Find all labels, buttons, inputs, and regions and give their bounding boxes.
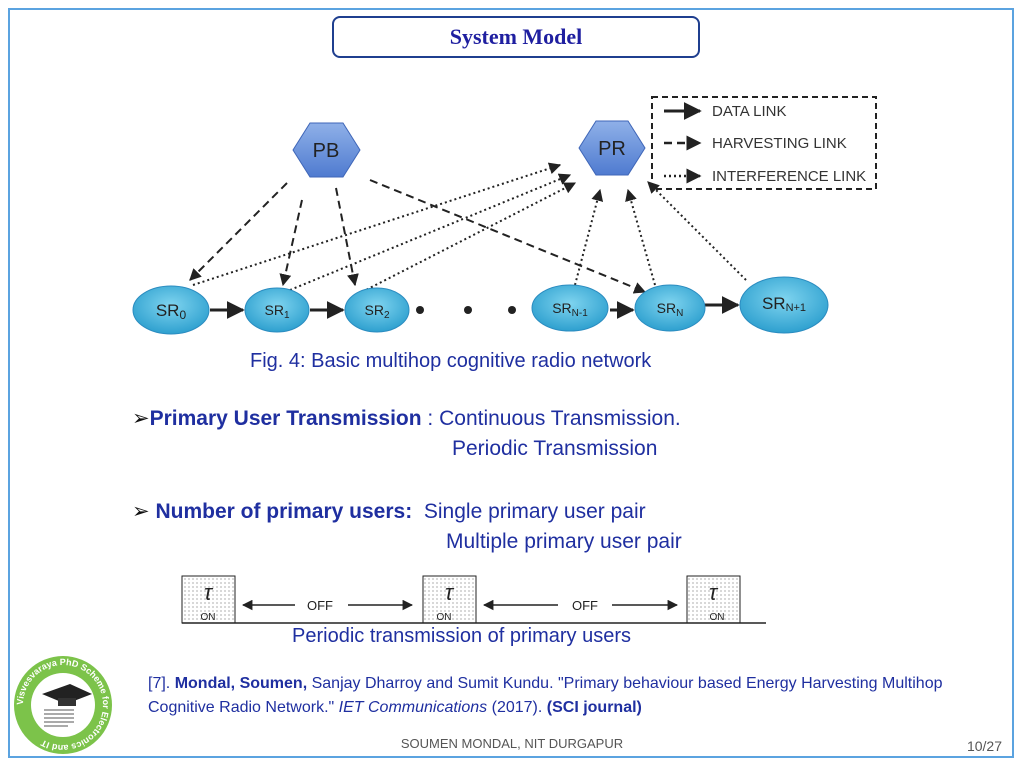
svg-text:SR1: SR1	[264, 302, 289, 321]
legend: DATA LINK HARVESTING LINK INTERFERENCE L…	[651, 96, 877, 190]
bullet1-separator: :	[421, 407, 440, 430]
sr2-sub: 2	[384, 310, 390, 321]
slide-frame	[8, 8, 1014, 758]
legend-harvesting-link: HARVESTING LINK	[712, 135, 847, 152]
srn-1-sub: N-1	[572, 308, 589, 319]
on-2: ON	[437, 612, 452, 623]
bullet2-label: Number of primary users:	[155, 500, 413, 523]
srn-sub: N	[676, 308, 683, 319]
visvesvaraya-logo-icon: Visvesvaraya PhD Scheme for Electronics …	[14, 656, 112, 754]
timing-diagram: τ ON OFF τ ON OFF τ ON	[181, 575, 766, 624]
title-box: System Model	[332, 16, 700, 58]
svg-text:SR2: SR2	[364, 302, 389, 321]
pb-label: PB	[313, 140, 340, 162]
svg-text:SRN: SRN	[657, 300, 684, 319]
figure-caption: Fig. 4: Basic multihop cognitive radio n…	[250, 350, 652, 372]
srn+1-sub: N+1	[786, 302, 807, 314]
on-block-2: τ ON	[422, 575, 477, 624]
sr2-node: SR2	[344, 287, 410, 333]
svg-text:SRN+1: SRN+1	[762, 294, 806, 314]
srn-label: SR	[657, 300, 676, 316]
srn+1-node: SRN+1	[739, 276, 829, 334]
on-block-1: τ ON	[181, 575, 236, 624]
bullet1-value1: Continuous Transmission.	[439, 407, 681, 430]
on-1: ON	[201, 612, 216, 623]
sr0-sub: 0	[179, 308, 186, 322]
ref-tag: (SCI journal)	[546, 699, 642, 716]
bullet-number-users: ➢ Number of primary users: Single primar…	[132, 499, 646, 524]
bullet2-value1: Single primary user pair	[423, 500, 646, 523]
bullet2-value2: Multiple primary user pair	[446, 530, 682, 553]
bullet1-value2: Periodic Transmission	[452, 437, 658, 460]
slide-title: System Model	[449, 24, 583, 49]
sr1-node: SR1	[244, 287, 310, 333]
ref-title: "Primary behaviour based Energy Harvesti…	[148, 675, 943, 716]
srn+1-label: SR	[762, 294, 786, 313]
arrow-bullet-icon: ➢	[132, 407, 150, 430]
legend-data-link: DATA LINK	[712, 103, 786, 120]
sr1-sub: 1	[284, 310, 290, 321]
footer-author: SOUMEN MONDAL, NIT DURGAPUR	[400, 736, 624, 751]
pb-node: PB	[292, 122, 361, 178]
legend-interference-link: INTERFERENCE LINK	[712, 168, 866, 185]
network-diagram: DATA LINK HARVESTING LINK INTERFERENCE L…	[132, 96, 877, 335]
ref-journal: IET Communications	[338, 699, 488, 716]
sr2-label: SR	[364, 302, 383, 318]
srn-1-label: SR	[552, 300, 571, 316]
reference: [7]. Mondal, Soumen, Sanjay Dharroy and …	[148, 672, 988, 720]
arrow-bullet-icon: ➢	[132, 500, 150, 523]
srn-node: SRN	[634, 284, 706, 332]
bullet1-label: Primary User Transmission	[149, 407, 422, 430]
ref-authors-rest: Sanjay Dharroy and Sumit Kundu.	[311, 675, 554, 692]
sr0-label: SR	[156, 301, 180, 320]
pr-node: PR	[578, 120, 646, 176]
tau-2: τ	[445, 580, 455, 605]
on-block-3: τ ON	[686, 575, 741, 624]
svg-text:SR0: SR0	[156, 301, 187, 322]
pr-label: PR	[598, 138, 626, 160]
tau-3: τ	[709, 580, 719, 605]
srn-1-node: SRN-1	[531, 284, 609, 332]
ref-number: [7].	[148, 675, 171, 692]
tau-1: τ	[204, 580, 214, 605]
off-2: OFF	[572, 598, 598, 613]
on-3: ON	[710, 612, 725, 623]
off-1: OFF	[307, 598, 333, 613]
ref-year: (2017).	[491, 699, 543, 716]
page-number: 10/27	[966, 738, 1002, 754]
svg-text:SRN-1: SRN-1	[552, 300, 588, 319]
ref-authors-bold: Mondal, Soumen,	[174, 675, 308, 692]
bullet-primary-transmission: ➢Primary User Transmission : Continuous …	[132, 406, 681, 431]
sr0-node: SR0	[132, 285, 210, 335]
sr1-label: SR	[264, 302, 283, 318]
timing-caption: Periodic transmission of primary users	[292, 625, 631, 647]
